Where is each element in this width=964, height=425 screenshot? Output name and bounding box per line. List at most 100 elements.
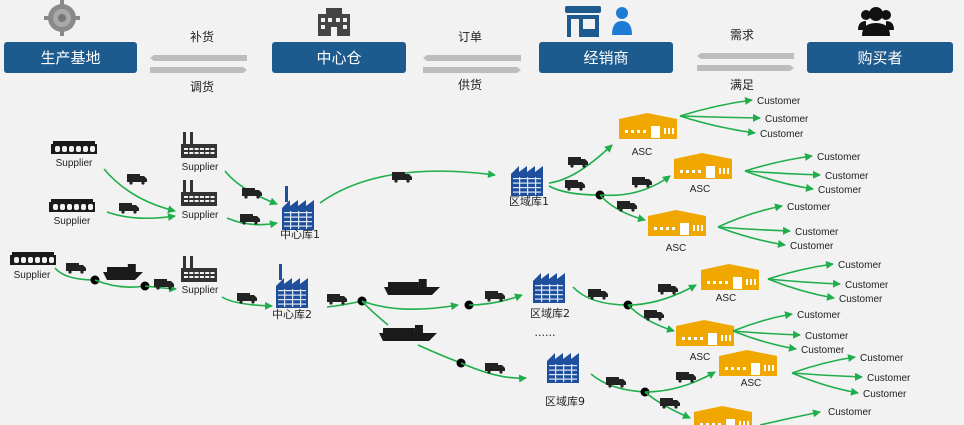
people-icon <box>858 7 894 36</box>
flow-edge <box>417 344 462 364</box>
warehouse-icon <box>547 353 579 383</box>
asc-warehouse-icon <box>719 350 777 376</box>
stage-dealer-button[interactable]: 经销商 <box>539 42 673 73</box>
asc-warehouse-icon <box>701 264 759 290</box>
flow-edge <box>361 300 389 326</box>
truck-icon <box>240 214 260 225</box>
flow-edge <box>599 175 671 197</box>
ship-icon <box>384 279 440 295</box>
truck-icon <box>66 263 86 274</box>
flow-edge <box>717 226 786 248</box>
flow-edge <box>759 409 821 425</box>
ellipsis-label: ...... <box>535 326 556 339</box>
flow-edge <box>460 362 527 383</box>
customer-label: Customer <box>867 373 911 384</box>
regional-warehouse-label: 区域库2 <box>530 307 570 320</box>
customer-label: Customer <box>795 227 839 238</box>
truck-icon <box>392 172 412 183</box>
flow-edge <box>791 372 863 381</box>
customer-label: Customer <box>839 294 883 305</box>
flow-edge <box>106 211 176 221</box>
truck-icon <box>242 188 262 199</box>
flow-edge <box>717 203 783 228</box>
flow-bottom-label: 供货 <box>458 78 483 92</box>
asc-warehouse-icon <box>694 406 752 425</box>
stage-label: 购买者 <box>857 49 903 67</box>
flow-edge <box>744 170 814 192</box>
supplier-shed-icon <box>49 199 95 212</box>
flow-edge <box>94 279 146 288</box>
flow-edge <box>744 170 821 179</box>
flow-bottom-label: 调货 <box>190 80 215 94</box>
flow-edge <box>679 113 761 122</box>
truck-icon <box>237 293 257 304</box>
regional-warehouse-label: 区域库1 <box>509 195 549 208</box>
gear-icon <box>44 0 80 36</box>
flow-top-label: 订单 <box>458 30 483 44</box>
customer-label: Customer <box>805 331 849 342</box>
asc-label: ASC <box>690 352 711 363</box>
supplier-factory-icon <box>181 256 217 282</box>
customer-label: Customer <box>838 260 882 271</box>
truck-icon <box>485 291 505 302</box>
flow-edge <box>644 371 716 393</box>
building-icon <box>318 8 350 36</box>
customer-label: Customer <box>760 129 804 140</box>
flow-arrow-right <box>423 67 521 73</box>
customer-label: Customer <box>765 114 809 125</box>
flow-edge <box>767 260 834 280</box>
flow-edge <box>548 144 613 184</box>
supplier-label: Supplier <box>54 216 91 227</box>
warehouse-icon <box>282 186 314 230</box>
truck-icon <box>119 203 139 214</box>
customer-label: Customer <box>828 407 872 418</box>
customer-label: Customer <box>790 241 834 252</box>
stage-buyer-button[interactable]: 购买者 <box>807 42 953 73</box>
stage-production-button[interactable]: 生产基地 <box>4 42 137 73</box>
truck-icon <box>676 372 696 383</box>
supplier-factory-icon <box>181 132 217 158</box>
central-warehouse-label: 中心库2 <box>272 308 312 321</box>
customer-label: Customer <box>801 345 845 356</box>
supplier-shed-icon <box>51 141 97 154</box>
warehouse-icon <box>276 264 308 308</box>
flow-edge <box>468 293 523 306</box>
truck-icon <box>588 289 608 300</box>
customer-label: Customer <box>757 96 801 107</box>
supplier-label: Supplier <box>56 158 93 169</box>
flow-edge <box>361 300 459 311</box>
stage-central-button[interactable]: 中心仓 <box>272 42 406 73</box>
flow-edge <box>679 96 753 117</box>
customer-label: Customer <box>817 152 861 163</box>
flow-edge <box>572 286 629 306</box>
truck-icon <box>606 377 626 388</box>
asc-label: ASC <box>632 147 653 158</box>
supplier-factory-icon <box>181 180 217 206</box>
asc-label: ASC <box>666 243 687 254</box>
flow-edge <box>627 284 697 306</box>
truck-icon <box>644 310 664 321</box>
flow-edge <box>717 226 791 235</box>
flow-edge <box>103 168 176 214</box>
flow-edge <box>791 354 856 374</box>
ship-icon <box>103 264 143 280</box>
flow-arrow-left <box>423 55 521 61</box>
customer-label: Customer <box>825 171 869 182</box>
flow-top-label: 补货 <box>190 30 215 44</box>
flow-edge <box>144 284 177 293</box>
supplier-label: Supplier <box>14 270 51 281</box>
flow-arrow-right <box>697 65 794 71</box>
customer-label: Customer <box>797 310 841 321</box>
flow-edge <box>679 115 756 137</box>
asc-warehouse-icon <box>674 153 732 179</box>
customer-label: Customer <box>818 185 862 196</box>
flow-edge <box>548 185 601 196</box>
flow-arrow-left <box>697 53 794 59</box>
warehouse-icon <box>511 166 543 196</box>
flow-bottom-label: 满足 <box>730 78 755 92</box>
flow-edge <box>732 330 801 339</box>
truck-icon <box>632 177 652 188</box>
truck-icon <box>485 363 505 374</box>
asc-warehouse-icon <box>676 320 734 346</box>
